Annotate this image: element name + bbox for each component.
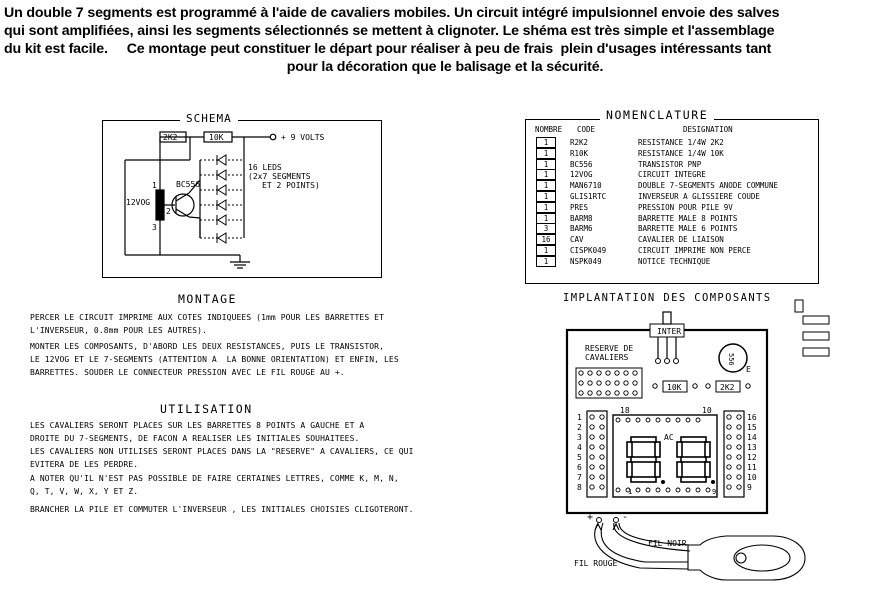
montage-title: MONTAGE xyxy=(178,292,237,306)
row-code: BARM8 xyxy=(570,213,593,223)
row-qty: 1 xyxy=(536,191,556,202)
intro-line-1: Un double 7 segments est programmé à l'a… xyxy=(4,5,780,21)
row-designation: TRANSISTOR PNP xyxy=(638,159,702,169)
utilisation-p1-line1: LES CAVALIERS SERONT PLACES SUR LES BARR… xyxy=(30,421,365,430)
emitter-label: E xyxy=(746,365,751,374)
implantation-title: IMPLANTATION DES COMPOSANTS xyxy=(563,292,772,304)
row-code: GLIS1RTC xyxy=(570,192,607,201)
intro-paragraph: Un double 7 segments est programmé à l'a… xyxy=(4,4,886,76)
row-code: CISPK049 xyxy=(570,246,607,255)
resistor-10k-label: 10K xyxy=(667,383,682,392)
row-code: R10K xyxy=(570,148,589,158)
row-designation: PRESSION POUR PILE 9V xyxy=(638,202,733,212)
utilisation-p1-line4: EVITERA DE LES PERDRE. xyxy=(30,460,139,469)
right-pin-9: 9 xyxy=(747,483,752,492)
montage-text-2: MONTER LES COMPOSANTS, D'ABORD LES DEUX … xyxy=(30,340,399,379)
row-qty: 1 xyxy=(536,158,556,170)
row-qty: 16 xyxy=(536,234,556,246)
utilisation-p1-line3: LES CAVALIERS NON UTILISES SERONT PLACES… xyxy=(30,447,414,456)
minus-label: - xyxy=(622,512,628,523)
row-designation: CAVALIER DE LIAISON xyxy=(638,235,724,245)
row-designation: BARRETTE MALE 8 POINTS xyxy=(638,213,738,223)
row-designation: RESISTANCE 1/4W 10K xyxy=(638,148,724,158)
schema-title: SCHEMA xyxy=(180,112,238,125)
montage-p1-line2: L'INVERSEUR, 0.8mm POUR LES AUTRES). xyxy=(30,326,207,335)
intro-line-3: du kit est facile. Ce montage peut const… xyxy=(4,41,772,57)
left-pin-2: 2 xyxy=(577,423,582,432)
row-designation: INVERSEUR A GLISSIERE COUDE xyxy=(638,192,760,201)
utilisation-text-2: A NOTER QU'IL N'EST PAS POSSIBLE DE FAIR… xyxy=(30,472,399,498)
row-designation: CIRCUIT INTEGRE xyxy=(638,170,706,180)
reserve-label-line2: CAVALIERS xyxy=(585,353,629,362)
left-pin-3: 3 xyxy=(577,433,582,442)
utilisation-title: UTILISATION xyxy=(160,402,253,416)
left-pin-6: 6 xyxy=(577,463,582,472)
row-qty: 3 xyxy=(536,223,556,235)
row-code: CAV xyxy=(570,235,584,245)
svg-text:556: 556 xyxy=(727,353,735,366)
left-pin-7: 7 xyxy=(577,473,582,482)
row-qty: 1 xyxy=(536,180,556,192)
montage-p1-line1: PERCER LE CIRCUIT IMPRIME AUX COTES INDI… xyxy=(30,313,384,322)
utilisation-p1-line2: DROITE DU 7-SEGMENTS, DE FACON A REALISE… xyxy=(30,434,360,443)
utilisation-p3-line1: BRANCHER LA PILE ET COMMUTER L'INVERSEUR… xyxy=(30,505,414,514)
right-pin-15: 15 xyxy=(747,423,757,432)
row-code: R2K2 xyxy=(570,138,589,147)
row-designation: CIRCUIT IMPRIME NON PERCE xyxy=(638,246,751,255)
right-pin-14: 14 xyxy=(747,433,757,442)
utilisation-text: LES CAVALIERS SERONT PLACES SUR LES BARR… xyxy=(30,419,413,471)
row-code: 12VOG xyxy=(570,170,593,180)
intro-line-4: pour la décoration que le balisage et la… xyxy=(286,59,604,75)
left-pin-4: 4 xyxy=(577,443,582,452)
plus-label: + xyxy=(587,512,593,523)
row-designation: NOTICE TECHNIQUE xyxy=(638,256,711,266)
row-code: BC556 xyxy=(570,159,593,169)
row-qty: 1 xyxy=(536,147,556,159)
pin-18-label: 18 xyxy=(620,406,630,415)
utilisation-text-3: BRANCHER LA PILE ET COMMUTER L'INVERSEUR… xyxy=(30,503,413,516)
montage-p2-line1: MONTER LES COMPOSANTS, D'ABORD LES DEUX … xyxy=(30,342,384,351)
montage-p2-line2: LE 12VOG ET LE 7-SEGMENTS (ATTENTION A L… xyxy=(30,355,399,364)
nomenclature-title: NOMENCLATURE xyxy=(600,108,715,122)
fil-rouge-label: FIL ROUGE xyxy=(574,559,618,568)
pin-10-label: 10 xyxy=(702,406,712,415)
montage-p2-line3: BARRETTES. SOUDER LE CONNECTEUR PRESSION… xyxy=(30,368,345,377)
row-code: PRES xyxy=(570,202,589,212)
reserve-label-line1: RESERVE DE xyxy=(585,344,633,353)
row-qty: 1 xyxy=(536,201,556,213)
left-pin-8: 8 xyxy=(577,483,582,492)
nomenclature-col-code: CODE xyxy=(577,125,596,134)
row-designation: DOUBLE 7-SEGMENTS ANODE COMMUNE xyxy=(638,181,778,191)
display-pin-1-label: 1 xyxy=(628,488,632,496)
row-qty: 1 xyxy=(536,245,556,256)
row-code: MAN6710 xyxy=(570,181,602,191)
left-pin-1: 1 xyxy=(577,413,582,422)
row-code: NSPK049 xyxy=(570,256,602,266)
utilisation-p2-line1: A NOTER QU'IL N'EST PAS POSSIBLE DE FAIR… xyxy=(30,474,399,483)
row-qty: 1 xyxy=(536,137,556,148)
display-pin-9-label: 9 xyxy=(712,488,716,496)
right-pin-12: 12 xyxy=(747,453,757,462)
row-designation: BARRETTE MALE 6 POINTS xyxy=(638,224,738,234)
fil-noir-label: FIL NOIR xyxy=(648,539,687,548)
inter-label: INTER xyxy=(657,327,681,336)
right-pin-11: 11 xyxy=(747,463,757,472)
ac-label: AC xyxy=(664,433,674,442)
schema-panel xyxy=(102,120,382,278)
row-qty: 1 xyxy=(536,169,556,181)
row-qty: 1 xyxy=(536,212,556,224)
intro-line-2: qui sont amplifiées, ainsi les segments … xyxy=(4,23,775,39)
right-pin-10: 10 xyxy=(747,473,757,482)
nomenclature-col-des: DESIGNATION xyxy=(683,125,733,134)
row-designation: RESISTANCE 1/4W 2K2 xyxy=(638,138,724,147)
row-code: BARM6 xyxy=(570,224,593,234)
right-pin-16: 16 xyxy=(747,413,757,422)
resistor-2k2-label: 2K2 xyxy=(720,383,735,392)
utilisation-p2-line2: Q, T, V, W, X, Y ET Z. xyxy=(30,487,139,496)
nomenclature-col-qty: NOMBRE xyxy=(535,125,563,134)
row-qty: 1 xyxy=(536,255,556,267)
montage-text: PERCER LE CIRCUIT IMPRIME AUX COTES INDI… xyxy=(30,311,384,337)
left-pin-5: 5 xyxy=(577,453,582,462)
right-pin-13: 13 xyxy=(747,443,757,452)
